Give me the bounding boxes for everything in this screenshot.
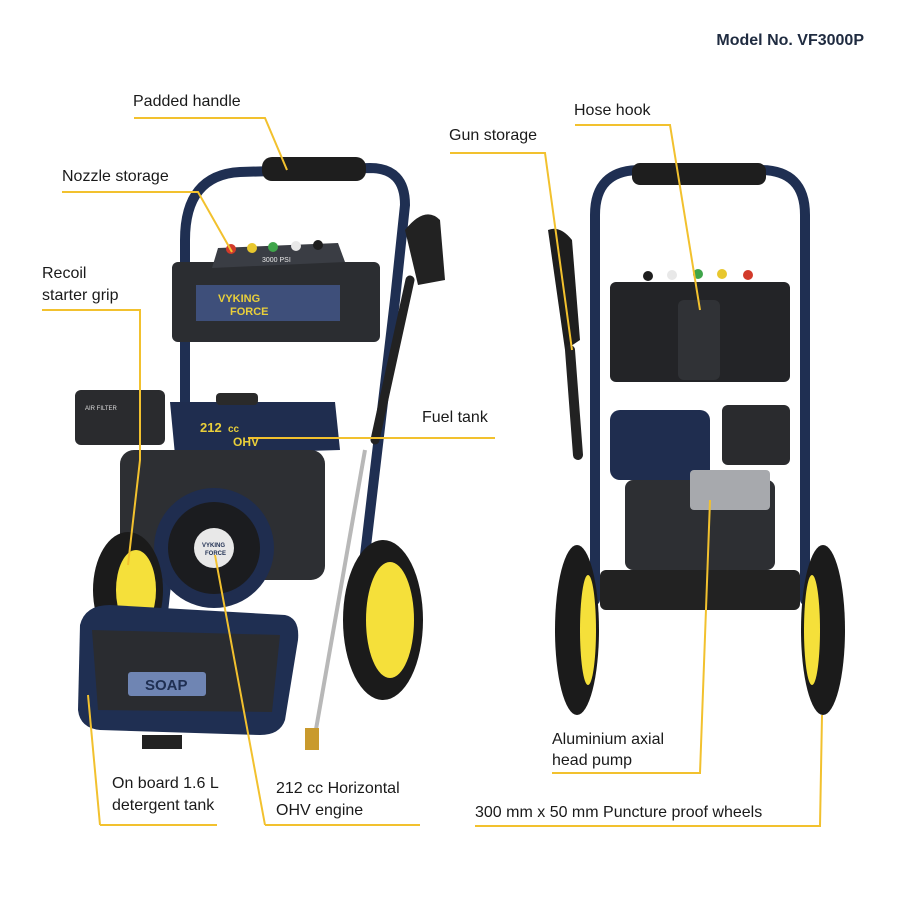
- svg-text:FORCE: FORCE: [205, 551, 226, 557]
- svg-text:VYKING: VYKING: [202, 543, 225, 549]
- label-nozzle-storage: Nozzle storage: [62, 168, 169, 185]
- label-recoil-1: Recoil: [42, 265, 87, 282]
- callout-gun-storage: [450, 152, 573, 351]
- callout-engine: [214, 554, 420, 826]
- spray-gun: [405, 214, 445, 285]
- psi-label: 3000 PSI: [262, 257, 291, 264]
- label-recoil-2: starter grip: [42, 287, 119, 304]
- rear-pressure-washer: [548, 163, 845, 715]
- label-engine-1: 212 cc Horizontal: [276, 780, 400, 797]
- hose-hook-shape: [678, 300, 720, 380]
- label-detergent-2: detergent tank: [112, 797, 215, 814]
- callout-pump: [552, 499, 711, 774]
- front-brand-2: FORCE: [230, 306, 269, 318]
- front-frame: [180, 162, 411, 645]
- callout-padded-handle: [134, 117, 288, 171]
- padded-handle: [262, 157, 366, 181]
- callout-detergent: [87, 694, 217, 826]
- label-detergent-1: On board 1.6 L: [112, 775, 219, 792]
- fuel-tank-shape: [170, 402, 340, 455]
- svg-text:AIR FILTER: AIR FILTER: [85, 406, 118, 412]
- callout-lines: [42, 117, 823, 827]
- svg-text:cc: cc: [228, 424, 240, 435]
- label-padded-handle: Padded handle: [133, 93, 241, 110]
- air-filter: [75, 390, 165, 445]
- callout-nozzle-storage: [62, 191, 233, 253]
- callout-wheels: [475, 714, 823, 827]
- label-hose-hook: Hose hook: [574, 102, 651, 119]
- callout-recoil: [42, 309, 141, 566]
- label-pump-2: head pump: [552, 752, 633, 769]
- label-pump-1: Aluminium axial: [552, 731, 665, 748]
- rear-handle: [632, 163, 766, 185]
- model-number: Model No. VF3000P: [716, 32, 864, 49]
- front-pressure-washer: VYKING FORCE 3000 PSI AIR FILTER 212 cc …: [75, 157, 445, 750]
- svg-text:212: 212: [200, 420, 222, 435]
- soap-label: SOAP: [145, 677, 188, 694]
- label-fuel-tank: Fuel tank: [422, 409, 488, 426]
- front-brand-1: VYKING: [218, 293, 260, 305]
- label-wheels: 300 mm x 50 mm Puncture proof wheels: [475, 804, 763, 821]
- label-engine-2: OHV engine: [276, 802, 364, 819]
- label-gun-storage: Gun storage: [449, 127, 538, 144]
- nozzle-tray: [212, 243, 345, 268]
- callout-hose-hook: [575, 124, 701, 311]
